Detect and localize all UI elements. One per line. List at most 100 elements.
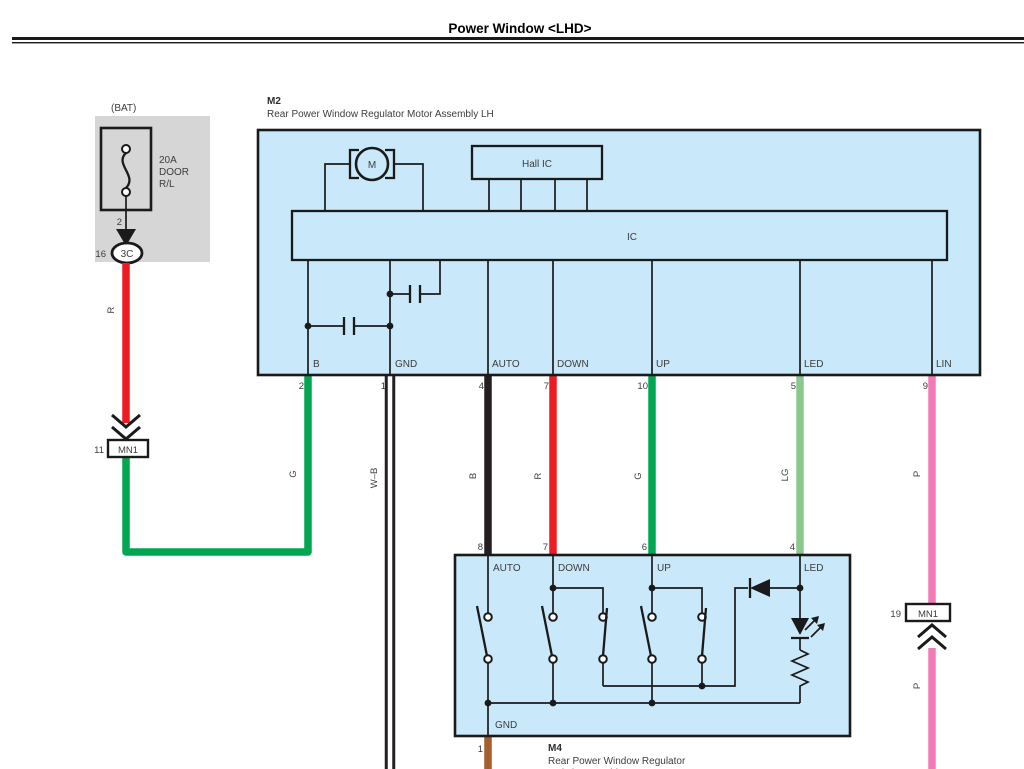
switch-contact bbox=[598, 654, 608, 664]
junction-dot bbox=[648, 699, 656, 707]
fuse-block-background bbox=[95, 116, 210, 262]
junction-dot bbox=[386, 322, 394, 330]
wire-label-p-upper: P bbox=[912, 471, 923, 477]
m2-pin-down: 7 bbox=[544, 381, 549, 392]
connector-mn1-right-code: MN1 bbox=[918, 609, 938, 620]
wire-label-b-auto: B bbox=[468, 473, 479, 479]
junction-dot bbox=[698, 682, 706, 690]
m2-box bbox=[256, 128, 982, 377]
m2-terminal-gnd: GND bbox=[395, 359, 417, 370]
led-emission-arrowhead bbox=[817, 623, 825, 631]
m4-component: 8 7 6 4 AUTO DOWN UP LED bbox=[453, 542, 852, 769]
m4-pin-gnd: 1 bbox=[478, 744, 483, 755]
header-rule-thin bbox=[12, 42, 1024, 44]
down-branch bbox=[553, 587, 604, 613]
ic-label: IC bbox=[627, 232, 637, 243]
switch-contact bbox=[548, 654, 558, 664]
wire-label-g-up: G bbox=[633, 472, 644, 479]
motor-brush-right bbox=[385, 148, 396, 180]
m4-terminal-led: LED bbox=[804, 563, 823, 574]
connector-3c-pin: 16 bbox=[95, 249, 106, 260]
m2-pin-up: 10 bbox=[637, 381, 648, 392]
battery-fuse-block: (BAT) 20A DOOR R/L 2 3C 16 bbox=[95, 103, 210, 265]
connector-mn1-right-pin: 19 bbox=[890, 609, 901, 620]
diode-icon bbox=[750, 579, 770, 597]
chevron-up-icon bbox=[917, 623, 947, 639]
connector-mn1-left-pin: 11 bbox=[94, 445, 104, 456]
switch-lever-auto bbox=[475, 605, 489, 657]
wire-g-b-terminal bbox=[122, 375, 312, 556]
m2-pin-b: 2 bbox=[299, 381, 304, 392]
m2-pin-auto: 4 bbox=[479, 381, 484, 392]
ic-box bbox=[290, 209, 949, 262]
wire-label-p-lower: P bbox=[912, 683, 923, 689]
switch-contact bbox=[697, 654, 707, 664]
motor-brush-left bbox=[348, 148, 359, 180]
led-emission-arrowhead bbox=[811, 616, 819, 624]
page-title: Power Window <LHD> bbox=[448, 21, 591, 36]
m4-terminal-auto: AUTO bbox=[493, 563, 521, 574]
fuse-top-contact bbox=[121, 144, 131, 154]
motor-symbol bbox=[354, 146, 390, 182]
m2-terminal-down: DOWN bbox=[557, 359, 589, 370]
wire-label-g-b: G bbox=[288, 470, 299, 477]
m2-terminal-auto: AUTO bbox=[492, 359, 520, 370]
connector-mn1-right-box bbox=[904, 602, 952, 623]
battery-source-label: (BAT) bbox=[111, 103, 136, 114]
m2-pin-lin: 9 bbox=[923, 381, 928, 392]
motor-label: M bbox=[368, 160, 376, 171]
m2-name: Rear Power Window Regulator Motor Assemb… bbox=[267, 109, 494, 120]
m2-pin-gnd: 1 bbox=[381, 381, 386, 392]
m4-code: M4 bbox=[548, 743, 562, 754]
chevron-up-icon bbox=[917, 635, 947, 651]
wire-label-wb: W–B bbox=[369, 468, 380, 489]
led-icon bbox=[791, 618, 809, 635]
m4-pin-up: 6 bbox=[642, 542, 647, 553]
junction-dot bbox=[648, 584, 656, 592]
junction-dot bbox=[484, 699, 492, 707]
m2-terminal-lin: LIN bbox=[936, 359, 952, 370]
m2-terminal-up: UP bbox=[656, 359, 670, 370]
m4-name-line1: Rear Power Window Regulator bbox=[548, 756, 686, 767]
m2-component: M 2 Rear Power Window Regulator Motor Ass… bbox=[256, 96, 982, 392]
header-rule-thick bbox=[12, 37, 1024, 40]
junction-dot bbox=[549, 584, 557, 592]
wires: R G W–B B R G LG P P bbox=[106, 263, 936, 769]
motor-left-lead bbox=[324, 163, 351, 212]
connector-3c-code: 3C bbox=[121, 249, 134, 260]
fuse-name-line3: R/L bbox=[159, 179, 175, 190]
m4-pin-down: 7 bbox=[543, 542, 548, 553]
m4-pin-auto: 8 bbox=[478, 542, 483, 553]
switch-lever-up2 bbox=[700, 607, 708, 657]
switch-lever-down1 bbox=[540, 605, 554, 657]
switch-contact bbox=[548, 612, 558, 622]
junction-dot bbox=[304, 322, 312, 330]
diode-return-path bbox=[603, 587, 748, 687]
inline-connectors: MN1 11 MN1 19 bbox=[94, 413, 952, 651]
connector-mn1-left-code: MN1 bbox=[118, 445, 138, 456]
switch-lever-up1 bbox=[639, 605, 653, 657]
up-branch bbox=[652, 587, 703, 613]
wire-label-lg: LG bbox=[780, 469, 791, 482]
switch-contact bbox=[483, 654, 493, 664]
motor-right-lead bbox=[393, 163, 424, 212]
fuse-bottom-contact bbox=[121, 187, 131, 197]
fuse-name-line1: 20A bbox=[159, 155, 177, 166]
switch-contact bbox=[483, 612, 493, 622]
switch-contact bbox=[647, 612, 657, 622]
junction-dot bbox=[386, 290, 394, 298]
chevron-down-icon bbox=[111, 413, 141, 429]
hall-ic-box bbox=[470, 144, 604, 181]
wire-label-r-battery: R bbox=[106, 306, 117, 313]
m4-terminal-down: DOWN bbox=[558, 563, 590, 574]
resistor-icon bbox=[789, 649, 811, 703]
wire-label-r-down: R bbox=[533, 472, 544, 479]
fuse-name-line2: DOOR bbox=[159, 167, 189, 178]
fuse-pin-number: 2 bbox=[117, 217, 122, 228]
m2-terminal-b: B bbox=[313, 359, 320, 370]
m2-terminal-led: LED bbox=[804, 359, 823, 370]
junction-dot bbox=[549, 699, 557, 707]
capacitor2-lead bbox=[420, 260, 441, 295]
m4-terminal-gnd: GND bbox=[495, 720, 517, 731]
